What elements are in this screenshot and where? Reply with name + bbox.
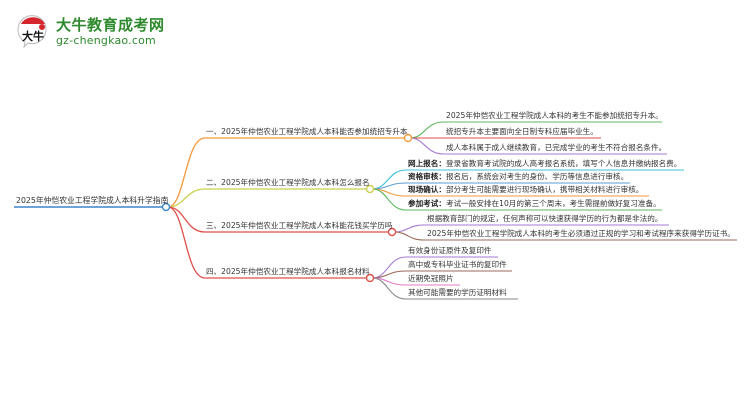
leaf-node[interactable]: 网上报名：登录省教育考试院的成人高考报名系统，填写个人信息并缴纳报名费。 bbox=[408, 159, 681, 169]
leaf-node[interactable]: 有效身份证原件及复印件 bbox=[408, 246, 492, 255]
leaf-text: 登录省教育考试院的成人高考报名系统，填写个人信息并缴纳报名费。 bbox=[445, 159, 682, 168]
leaf-node[interactable]: 资格审核：报名后，系统会对考生的身份、学历等信息进行审核。 bbox=[408, 172, 628, 182]
branch-3-connector bbox=[167, 206, 390, 233]
leaf-node[interactable]: 现场确认：部分考生可能需要进行现场确认，携带相关材料进行审核。 bbox=[408, 185, 643, 195]
branch-4-connector bbox=[167, 206, 368, 279]
branch-1-connector bbox=[167, 137, 406, 208]
logo-title: 大牛教育成考网 bbox=[56, 16, 165, 34]
leaf-text: 部分考生可能需要进行现场确认，携带相关材料进行审核。 bbox=[445, 185, 644, 194]
logo-badge-icon: 大牛 bbox=[17, 15, 47, 48]
leaf-node[interactable]: 2025年仲恺农业工程学院成人本科的考生不能参加统招专升本。 bbox=[446, 111, 663, 120]
branch-2-node[interactable]: 二、2025年仲恺农业工程学院成人本科怎么报名 bbox=[206, 178, 370, 187]
leaf-node[interactable]: 其他可能需要的学历证明材料 bbox=[408, 288, 507, 297]
branch-1-node[interactable]: 一、2025年仲恺农业工程学院成人本科能否参加统招专升本 bbox=[206, 127, 408, 136]
leaf-key: 网上报名： bbox=[408, 159, 446, 168]
root-node-handle bbox=[161, 202, 171, 212]
branch-2-connector bbox=[167, 188, 368, 208]
branch-4-node[interactable]: 四、2025年仲恺农业工程学院成人本科报名材料 bbox=[206, 267, 370, 276]
site-logo[interactable]: 大牛 大牛教育成考网 gz-chengkao.com bbox=[14, 12, 164, 52]
leaf-text: 报名后，系统会对考生的身份、学历等信息进行审核。 bbox=[445, 172, 629, 181]
leaf-node[interactable]: 统招专升本主要面向全日制专科应届毕业生。 bbox=[446, 127, 598, 136]
logo-url: gz-chengkao.com bbox=[56, 34, 156, 47]
leaf-node[interactable]: 成人本科属于成人继续教育，已完成学业的考生不符合报名条件。 bbox=[446, 143, 667, 152]
leaf-node[interactable]: 高中或专科毕业证书的复印件 bbox=[408, 260, 507, 269]
leaf-text: 考试一般安排在10月的第三个周末，考生需提前做好复习准备。 bbox=[445, 199, 661, 208]
svg-text:大牛: 大牛 bbox=[22, 29, 44, 43]
leaf-node[interactable]: 近期免冠照片 bbox=[408, 274, 454, 283]
branch-4-node-handle bbox=[365, 273, 375, 283]
leaf-node[interactable]: 2025年仲恺农业工程学院成人本科的考生必须通过正规的学习和考试程序来获得学历证… bbox=[427, 229, 735, 238]
branch-3-node[interactable]: 三、2025年仲恺农业工程学院成人本科能花钱买学历吗 bbox=[206, 221, 393, 230]
branch-3-node-handle bbox=[387, 227, 397, 237]
leaf-node[interactable]: 参加考试：考试一般安排在10月的第三个周末，考生需提前做好复习准备。 bbox=[408, 199, 661, 209]
leaf-key: 资格审核： bbox=[408, 172, 446, 181]
leaf-key: 参加考试： bbox=[408, 199, 446, 208]
root-node[interactable]: 2025年仲恺农业工程学院成人本科升学指南 bbox=[16, 196, 169, 205]
leaf-node[interactable]: 根据教育部门的规定，任何声称可以快速获得学历的行为都是非法的。 bbox=[427, 214, 663, 223]
leaf-key: 现场确认： bbox=[408, 185, 446, 194]
branch-1-node-handle bbox=[403, 133, 413, 143]
branch-2-node-handle bbox=[365, 184, 375, 194]
